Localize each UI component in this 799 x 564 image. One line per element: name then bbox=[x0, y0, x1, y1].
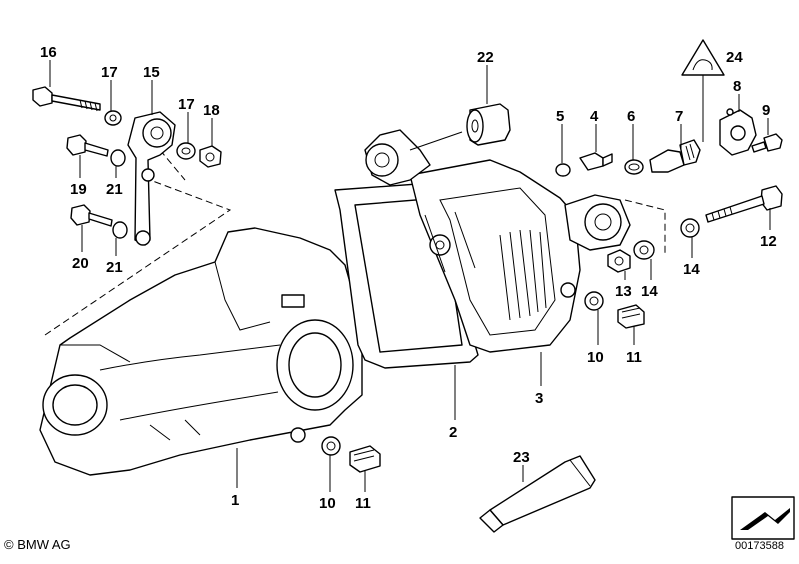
hex-bolt bbox=[66, 134, 109, 157]
washer bbox=[680, 218, 700, 238]
callout-20: 20 bbox=[72, 255, 89, 272]
callout-8: 8 bbox=[733, 78, 741, 95]
callout-12: 12 bbox=[760, 233, 777, 250]
hex-nut bbox=[607, 249, 631, 273]
callout-numbers: 1 2 3 4 5 6 7 8 9 10 10 11 11 12 13 14 1… bbox=[40, 44, 777, 512]
callout-11: 11 bbox=[355, 495, 371, 512]
hex-bolt-long bbox=[32, 86, 101, 112]
cover-plug-boss bbox=[560, 282, 576, 298]
dashed-assembly-line bbox=[159, 149, 186, 181]
callout-24: 24 bbox=[726, 49, 743, 66]
differential-cover bbox=[409, 159, 581, 353]
callout-19: 19 bbox=[70, 181, 87, 198]
dashed-assembly-line bbox=[44, 179, 232, 336]
sealant-tube bbox=[479, 455, 596, 533]
callout-21: 21 bbox=[106, 259, 123, 276]
leader-lines bbox=[49, 60, 771, 492]
callout-23: 23 bbox=[513, 449, 530, 466]
hex-bolt-long bbox=[705, 185, 783, 223]
washer bbox=[555, 163, 571, 177]
rubber-bushing bbox=[466, 103, 511, 146]
speed-sensor bbox=[649, 139, 701, 173]
callout-10: 10 bbox=[587, 349, 604, 366]
callout-6: 6 bbox=[627, 108, 635, 125]
housing-plug-boss bbox=[290, 427, 306, 443]
hex-nut bbox=[199, 145, 222, 168]
callout-10: 10 bbox=[319, 495, 336, 512]
callout-21: 21 bbox=[106, 181, 123, 198]
sealing-ring bbox=[321, 436, 341, 456]
callout-15: 15 bbox=[143, 64, 160, 81]
callout-9: 9 bbox=[762, 102, 770, 119]
lock-washer bbox=[110, 149, 126, 167]
o-ring bbox=[624, 159, 644, 175]
dashed-assembly-line bbox=[624, 199, 666, 255]
diagram-id: 00173588 bbox=[735, 540, 784, 552]
sealing-ring bbox=[584, 291, 604, 311]
screw bbox=[751, 133, 783, 153]
callout-17: 17 bbox=[101, 64, 118, 81]
copyright-text: © BMW AG bbox=[4, 537, 71, 552]
callout-1: 1 bbox=[231, 492, 239, 509]
warning-label-triangle bbox=[681, 39, 725, 76]
differential-housing bbox=[39, 227, 363, 476]
callout-4: 4 bbox=[590, 108, 599, 125]
callout-14: 14 bbox=[683, 261, 700, 278]
callout-13: 13 bbox=[615, 283, 632, 300]
callout-17: 17 bbox=[178, 96, 195, 113]
upper-mount-bracket bbox=[364, 129, 463, 186]
callout-14: 14 bbox=[641, 283, 658, 300]
callout-7: 7 bbox=[675, 108, 683, 125]
lever-bracket bbox=[127, 111, 176, 246]
washer bbox=[176, 142, 196, 160]
callout-18: 18 bbox=[203, 102, 220, 119]
washer bbox=[104, 110, 122, 126]
callout-5: 5 bbox=[556, 108, 564, 125]
callout-22: 22 bbox=[477, 49, 494, 66]
hex-bolt bbox=[70, 204, 113, 227]
washer bbox=[633, 240, 655, 260]
callout-16: 16 bbox=[40, 44, 57, 61]
screw bbox=[579, 152, 613, 171]
callout-11: 11 bbox=[626, 349, 642, 366]
screw-plug bbox=[349, 445, 381, 473]
callout-3: 3 bbox=[535, 390, 543, 407]
callout-2: 2 bbox=[449, 424, 457, 441]
side-mount-bushing bbox=[564, 194, 631, 251]
orientation-marker-icon bbox=[731, 496, 795, 540]
sensor-bracket-plate bbox=[719, 108, 757, 156]
lock-washer bbox=[112, 221, 128, 239]
screw-plug bbox=[617, 304, 645, 329]
